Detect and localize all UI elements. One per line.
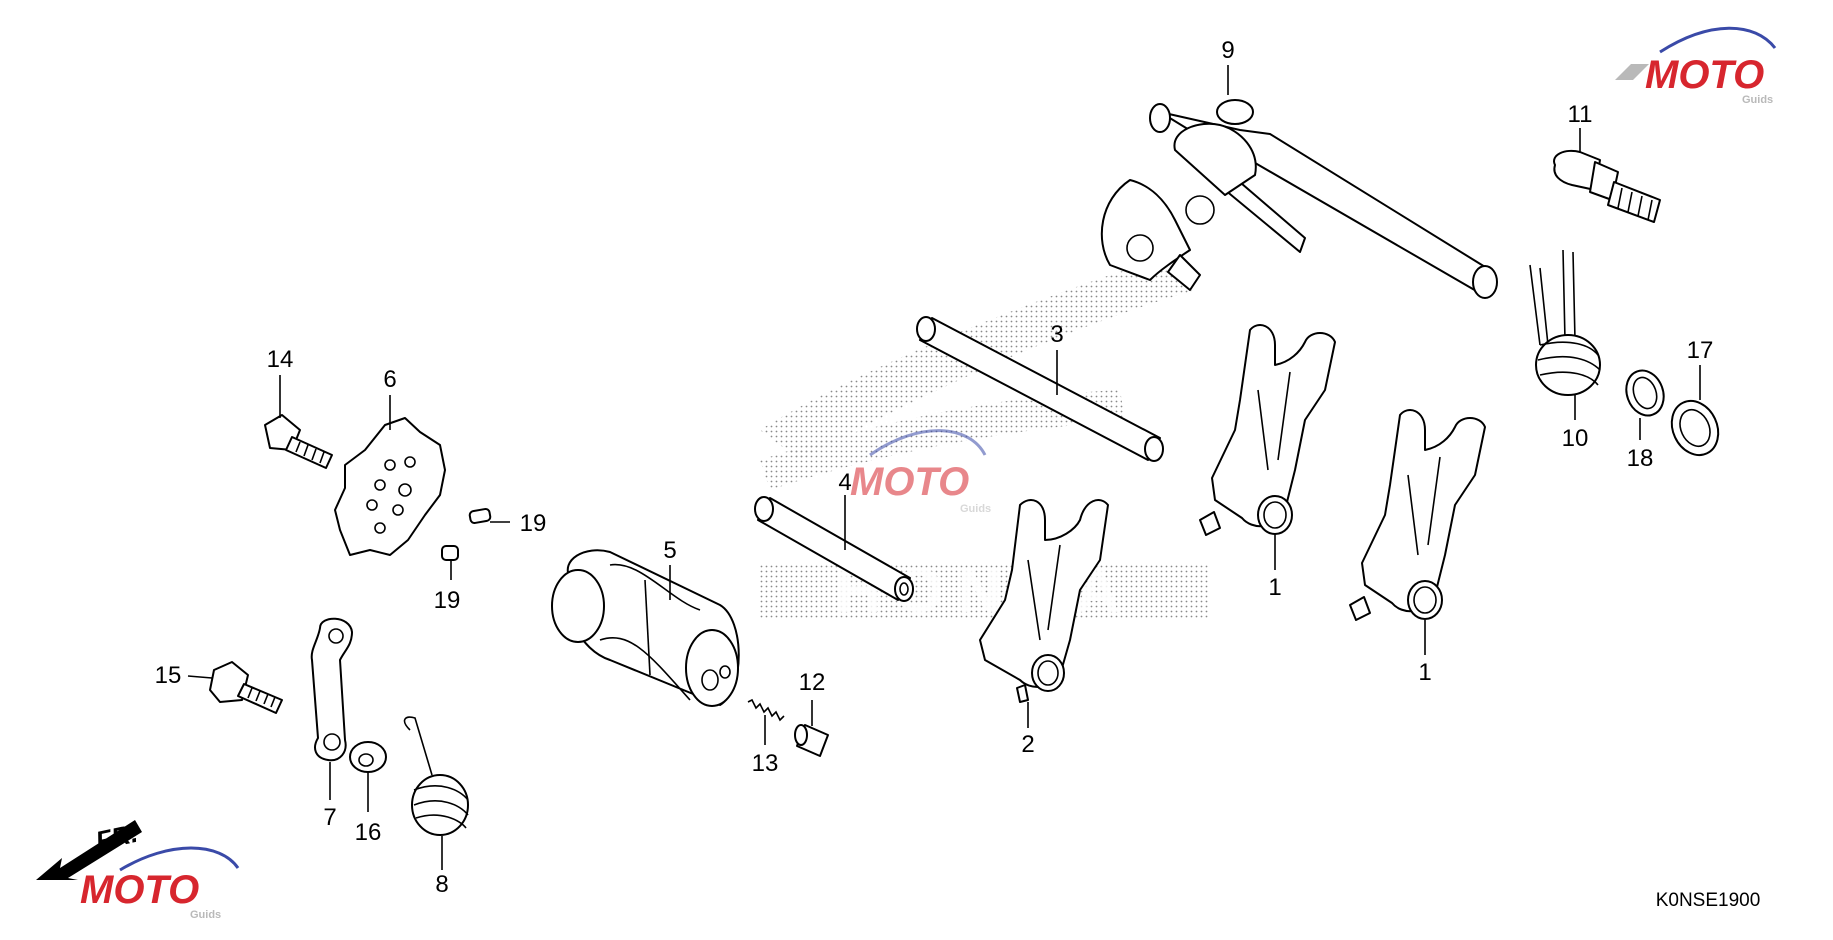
- callout-1b: 1: [1418, 659, 1431, 686]
- callout-9: 9: [1221, 37, 1234, 64]
- shift-drum: [551, 549, 740, 707]
- callout-17: 17: [1687, 337, 1714, 364]
- shift-fork-1a: [1199, 324, 1336, 536]
- callout-12: 12: [799, 669, 826, 696]
- bottom-logo: MOTO Guids: [80, 846, 240, 921]
- top-logo: MOTO Guids: [1615, 26, 1777, 106]
- washer-17: [1670, 399, 1720, 457]
- callout-11: 11: [1568, 101, 1593, 128]
- bolt-11: [1553, 149, 1661, 223]
- dowel-pin-19a: [468, 507, 492, 525]
- callout-19b: 19: [434, 587, 461, 614]
- gearshift-stopper-arm: [310, 617, 353, 762]
- callout-8: 8: [435, 871, 448, 898]
- front-direction-arrow: FR.: [36, 818, 142, 880]
- bolt-14: [264, 414, 333, 469]
- callout-14: 14: [267, 346, 294, 373]
- diagram-code: K0NSE1900: [1656, 890, 1761, 911]
- svg-text:Guids: Guids: [960, 503, 991, 515]
- shift-fork-shaft-long: [916, 316, 1164, 462]
- washer-16: [349, 741, 387, 773]
- svg-text:Guids: Guids: [1742, 94, 1773, 106]
- shift-drum-center: [334, 417, 446, 556]
- callout-3: 3: [1050, 321, 1063, 348]
- dowel-pin-19b: [441, 545, 459, 561]
- spring-13: [747, 698, 785, 722]
- return-spring: [1529, 249, 1601, 396]
- pin-12: [794, 724, 829, 757]
- front-direction-label: FR.: [93, 818, 140, 856]
- shift-fork-1b: [1349, 409, 1486, 621]
- center-logo: MOTO Guids: [850, 429, 991, 515]
- callout-18: 18: [1627, 445, 1654, 472]
- svg-text:MOTO: MOTO: [1645, 53, 1764, 97]
- callout-4: 4: [838, 469, 851, 496]
- shift-fork-2: [979, 499, 1109, 703]
- callout-1a: 1: [1268, 574, 1281, 601]
- bolt-15: [209, 661, 283, 714]
- svg-text:Guids: Guids: [190, 909, 221, 921]
- svg-text:MOTO: MOTO: [850, 460, 969, 504]
- callout-7: 7: [323, 804, 336, 831]
- callout-19a: 19: [520, 510, 547, 537]
- callout-16: 16: [355, 819, 382, 846]
- callout-6: 6: [383, 366, 396, 393]
- gearshift-spindle: [1100, 99, 1498, 299]
- circlip: [1625, 369, 1665, 417]
- callout-2: 2: [1021, 731, 1034, 758]
- svg-text:MOTO: MOTO: [80, 868, 199, 912]
- stopper-arm-spring: [403, 716, 469, 836]
- callout-15: 15: [155, 662, 182, 689]
- callout-5: 5: [663, 537, 676, 564]
- callouts: 9 3 4 5 6 14 19 19 15 7 16 8 13 12 2 1 1…: [155, 37, 1714, 898]
- leader-lines: [187, 65, 1701, 870]
- shift-fork-shaft-short: [754, 496, 914, 602]
- callout-10: 10: [1562, 425, 1589, 452]
- callout-13: 13: [752, 750, 779, 777]
